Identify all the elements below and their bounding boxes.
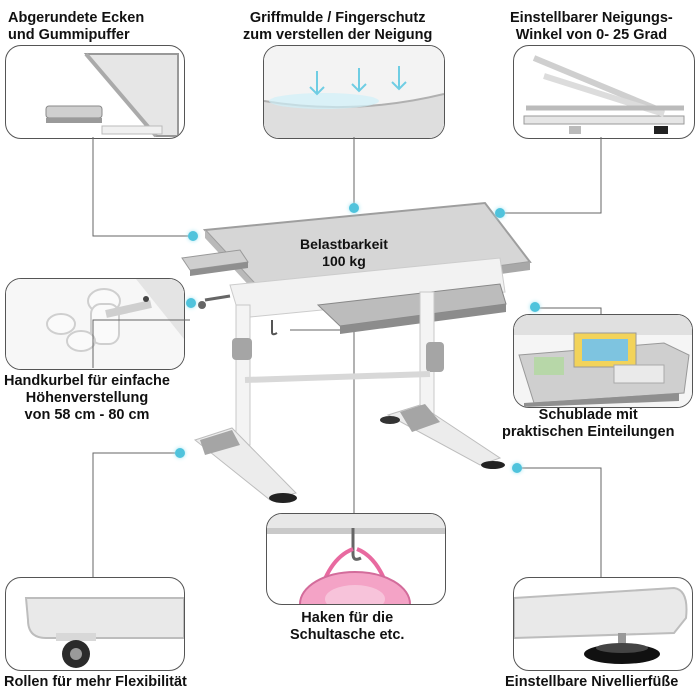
- caption-tilt: Einstellbarer Neigungs- Winkel von 0- 25…: [510, 10, 673, 43]
- caption-rounded-corners: Abgerundete Ecken und Gummipuffer: [8, 10, 145, 43]
- caption-grip: Griffmulde / Fingerschutz zum verstellen…: [243, 10, 433, 43]
- hotspot-dot: [188, 231, 198, 241]
- caption-crank: Handkurbel für einfache Höhenverstellung…: [4, 373, 170, 423]
- panel-feet: [513, 577, 693, 671]
- caption-drawer: Schublade mit praktischen Einteilungen: [502, 407, 675, 440]
- down-arrow-icon: [309, 66, 407, 96]
- panel-rounded-corners: [5, 45, 185, 139]
- hotspot-dot: [495, 208, 505, 218]
- hook-icon: [351, 528, 362, 561]
- panel-crank: [5, 278, 185, 370]
- panel-grip: [263, 45, 445, 139]
- panel-wheels: [5, 577, 185, 671]
- caption-feet: Einstellbare Nivellierfüße: [505, 674, 679, 690]
- connector-lines: [92, 137, 602, 577]
- hotspot-dot: [186, 298, 196, 308]
- rounded-corner-image: [45, 52, 179, 138]
- panel-tilt: [513, 45, 695, 139]
- tilt-angle-image: [523, 55, 685, 134]
- panel-drawer: [513, 314, 693, 408]
- load-capacity-label: Belastbarkeit 100 kg: [300, 236, 388, 269]
- hotspot-dot: [512, 463, 522, 473]
- bag-hook-image: [267, 514, 445, 604]
- hotspot-dot: [349, 203, 359, 213]
- hotspot-dot: [530, 302, 540, 312]
- hand-crank-image: [6, 279, 184, 369]
- grip-image: [264, 46, 444, 138]
- caption-wheels: Rollen für mehr Flexibilität: [4, 674, 187, 690]
- drawer-image: [514, 315, 692, 407]
- panel-hook: [266, 513, 446, 605]
- wheels-image: [24, 597, 184, 668]
- leveling-feet-image: [514, 586, 688, 664]
- caption-hook: Haken für die Schultasche etc.: [290, 610, 405, 643]
- hotspot-dot: [175, 448, 185, 458]
